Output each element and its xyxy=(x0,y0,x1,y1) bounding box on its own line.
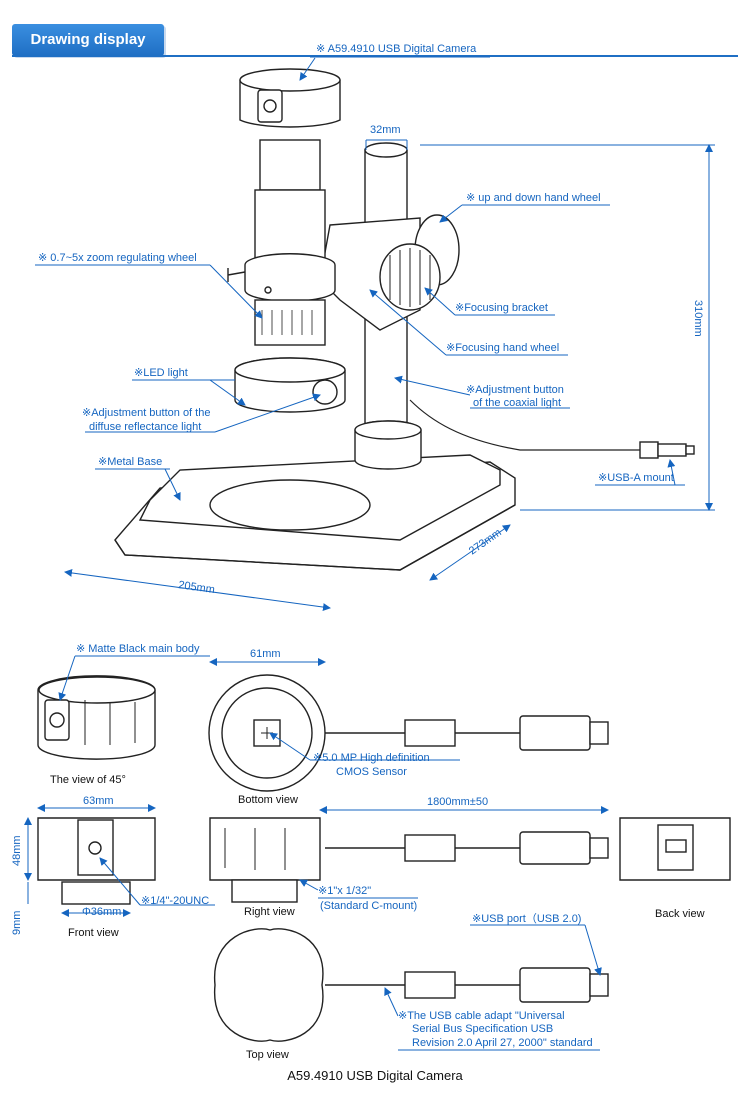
label-top-view: Top view xyxy=(246,1049,289,1061)
label-depth-273: 273mm xyxy=(467,527,504,558)
label-thread: ※1/4"-20UNC xyxy=(141,895,209,907)
label-zoom-wheel: ※ 0.7~5x zoom regulating wheel xyxy=(38,252,197,264)
label-adj-diffuse-2: diffuse reflectance light xyxy=(89,421,201,433)
label-metal-base: ※Metal Base xyxy=(98,456,162,468)
title-rule xyxy=(12,55,738,57)
label-view-45: The view of 45° xyxy=(50,774,126,786)
label-usb-port: ※USB port（USB 2.0) xyxy=(472,912,581,925)
label-sensor-2: CMOS Sensor xyxy=(336,766,407,778)
label-width-205: 205mm xyxy=(178,579,216,596)
label-adj-coaxial-1: ※Adjustment button xyxy=(466,384,564,396)
label-diam-36: Φ36mm xyxy=(82,906,121,918)
label-back-view: Back view xyxy=(655,908,705,920)
label-width-32: 32mm xyxy=(370,124,401,136)
camera-views xyxy=(37,674,731,1042)
label-cable-length: 1800mm±50 xyxy=(427,796,488,808)
section-title: Drawing display xyxy=(12,24,164,56)
label-matte-black: ※ Matte Black main body xyxy=(76,643,200,655)
label-mount-2: (Standard C-mount) xyxy=(320,900,417,912)
label-usb-std-3: Revision 2.0 April 27, 2000" standard xyxy=(412,1037,593,1049)
label-usb-std-2: Serial Bus Specification USB xyxy=(412,1023,553,1035)
label-focusing-bracket: ※Focusing bracket xyxy=(455,302,548,314)
label-focusing-handwheel: ※Focusing hand wheel xyxy=(446,342,559,354)
label-width-63: 63mm xyxy=(83,795,114,807)
label-usb-mount: ※USB-A mount xyxy=(598,472,674,484)
label-adj-diffuse-1: ※Adjustment button of the xyxy=(82,407,210,419)
label-width-61: 61mm xyxy=(250,648,281,660)
label-height-48: 48mm xyxy=(11,835,23,866)
label-right-view: Right view xyxy=(244,906,295,918)
label-height-310: 310mm xyxy=(692,300,704,337)
label-sensor-1: ※5.0 MP High definition xyxy=(313,752,430,764)
label-height-9: 9mm xyxy=(11,911,23,935)
camera-view-annotations: ※ Matte Black main body The view of 45° … xyxy=(11,643,705,1061)
label-bottom-view: Bottom view xyxy=(238,794,298,806)
label-mount-1: ※1"x 1/32" xyxy=(318,885,371,897)
label-adj-coaxial-2: of the coaxial light xyxy=(473,397,561,409)
figure-caption: A59.4910 USB Digital Camera xyxy=(287,1068,463,1083)
microscope-stand-illustration xyxy=(114,68,695,571)
label-front-view: Front view xyxy=(68,927,119,939)
label-updown-handwheel: ※ up and down hand wheel xyxy=(466,192,601,204)
label-usb-std-1: ※The USB cable adapt "Universal xyxy=(398,1010,565,1022)
label-camera: ※ A59.4910 USB Digital Camera xyxy=(316,43,477,55)
label-led-light: ※LED light xyxy=(134,367,188,379)
